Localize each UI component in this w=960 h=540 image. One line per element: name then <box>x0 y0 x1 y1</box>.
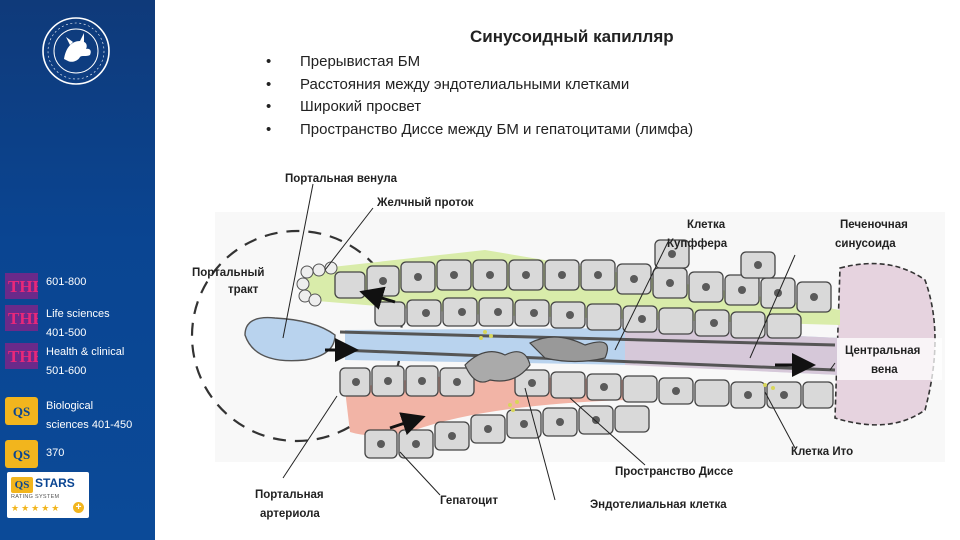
label-central-vein: вена <box>871 364 898 376</box>
label-sinusoid: синусоида <box>835 238 896 250</box>
the-ranking-icon: THE <box>5 343 44 369</box>
label-sinusoid: Печеночная <box>840 219 908 231</box>
arterial-flow-arrow <box>389 412 426 436</box>
bullet-item: Пространство Диссе между БМ и гепатоцита… <box>262 119 693 142</box>
ranking-the-health-clinical: THE Health & clinical 501-600 <box>5 343 124 381</box>
portal-venule-shape <box>244 316 336 362</box>
label-portal-tract: Портальный <box>192 267 264 279</box>
label-ito-cell: Клетка Ито <box>791 446 853 458</box>
bile-duct-cells <box>296 261 338 307</box>
label-kupffer-cell: Клетка <box>687 219 726 231</box>
ranking-text: Biological <box>46 400 94 412</box>
label-central-vein: Центральная <box>845 345 920 357</box>
ranking-text: 601-800 <box>46 276 87 288</box>
bullet-item: Широкий просвет <box>262 96 693 119</box>
label-portal-arteriole: артериола <box>260 508 320 520</box>
qs-stars-logo: QS <box>11 477 33 493</box>
leader-lines <box>282 183 836 501</box>
kupffer-cell-shape-2 <box>528 336 609 363</box>
endothelium-upper <box>339 330 836 347</box>
ranking-the-life-sciences: THE Life sciences 401-500 <box>5 305 110 343</box>
bile-flow-arrow <box>359 286 396 310</box>
bullet-item: Расстояния между эндотелиальными клеткам… <box>262 74 693 97</box>
bullet-list: Прерывистая БМ Расстояния между эндотели… <box>262 51 693 141</box>
ranking-text: Health & clinical <box>46 346 125 358</box>
label-hepatocyte: Гепатоцит <box>440 495 498 507</box>
svg-text:THE: THE <box>8 309 38 328</box>
ranking-text: 401-500 <box>46 327 87 339</box>
university-seal-icon <box>42 17 110 85</box>
svg-text:THE: THE <box>8 347 38 366</box>
stars-sub: RATING SYSTEM <box>11 494 60 500</box>
fat-droplets <box>479 330 775 412</box>
ranking-text: Life sciences <box>46 308 110 320</box>
central-vein-label-bg <box>837 338 942 380</box>
sinusoid-diagram: Портальная венула Желчный проток Порталь… <box>190 173 945 520</box>
ranking-the-overall: THE 601-800 <box>5 273 86 299</box>
the-ranking-icon: THE <box>5 305 44 331</box>
the-ranking-icon: THE <box>5 273 44 299</box>
kupffer-cell-shape <box>464 351 531 383</box>
label-endothelial-cell: Эндотелиальная клетка <box>590 499 727 511</box>
hepatocyte-nuclei <box>352 250 818 448</box>
slide-title: Синусоидный капилляр <box>470 27 674 46</box>
ranking-qs-biological: QS Biological sciences 401-450 <box>5 397 132 435</box>
ranking-text: 370 <box>46 447 65 459</box>
stars-plus: + <box>73 502 84 513</box>
sidebar: THE 601-800 THE Life sciences 401-500 TH… <box>0 0 155 540</box>
ranking-text: 501-600 <box>46 365 87 377</box>
qs-stars-badge: QS STARS RATING SYSTEM ★★★★★ + <box>7 472 89 518</box>
label-portal-venule: Портальная венула <box>285 173 398 185</box>
label-bile-duct: Желчный проток <box>376 197 474 209</box>
ranking-text: sciences 401-450 <box>46 419 133 431</box>
label-kupffer-cell: Купффера <box>667 238 728 250</box>
label-disse-space: Пространство Диссе <box>615 466 733 478</box>
svg-text:THE: THE <box>8 277 38 296</box>
qs-ranking-icon: QS <box>5 440 38 468</box>
qs-ranking-icon: QS <box>5 397 38 425</box>
label-portal-arteriole: Портальная <box>255 489 324 501</box>
label-portal-tract: тракт <box>228 284 259 296</box>
ranking-qs-world: QS 370 <box>5 440 64 468</box>
bullet-item: Прерывистая БМ <box>262 51 693 74</box>
stars-row-icon: ★★★★★ <box>11 503 62 513</box>
stars-label: STARS <box>35 476 75 490</box>
